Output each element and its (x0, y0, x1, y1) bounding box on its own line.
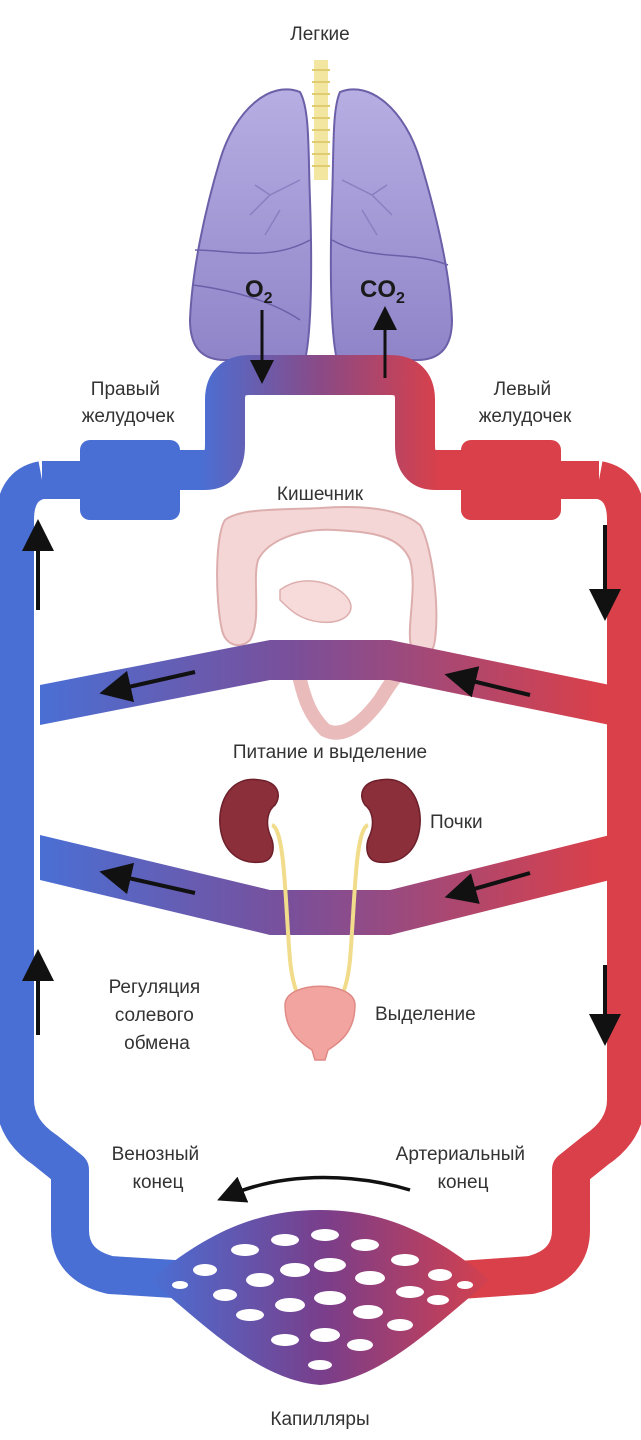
label-excretion: Выделение (375, 1004, 476, 1025)
lungs-icon (190, 60, 452, 360)
label-kidneys: Почки (430, 812, 483, 833)
right-lung (190, 89, 311, 360)
label-lungs: Легкие (290, 24, 349, 45)
label-right-ventricle: Правый желудочек (82, 379, 175, 427)
right-ventricle (80, 440, 180, 520)
label-left-ventricle: Левый желудочек (479, 379, 572, 427)
kidney-vessel-band (40, 835, 610, 935)
label-arterial-end: Артериальный конец (396, 1144, 531, 1193)
trachea (312, 60, 330, 180)
label-salt-regulation: Регуляция солевого обмена (109, 977, 206, 1054)
intestine-icon (217, 507, 436, 733)
left-ventricle (461, 440, 561, 520)
arrow-icon (230, 1178, 410, 1196)
left-lung (331, 89, 452, 360)
label-nutrition-excretion: Питание и выделение (233, 742, 427, 763)
label-venous-end: Венозный конец (112, 1144, 205, 1193)
intestine-vessel-band (40, 640, 610, 725)
capillary-network-icon (150, 1210, 490, 1385)
label-intestine: Кишечник (277, 484, 364, 505)
bladder-icon (285, 986, 355, 1060)
label-capillaries: Капилляры (270, 1409, 369, 1430)
pulmonary-circuit (170, 375, 470, 470)
